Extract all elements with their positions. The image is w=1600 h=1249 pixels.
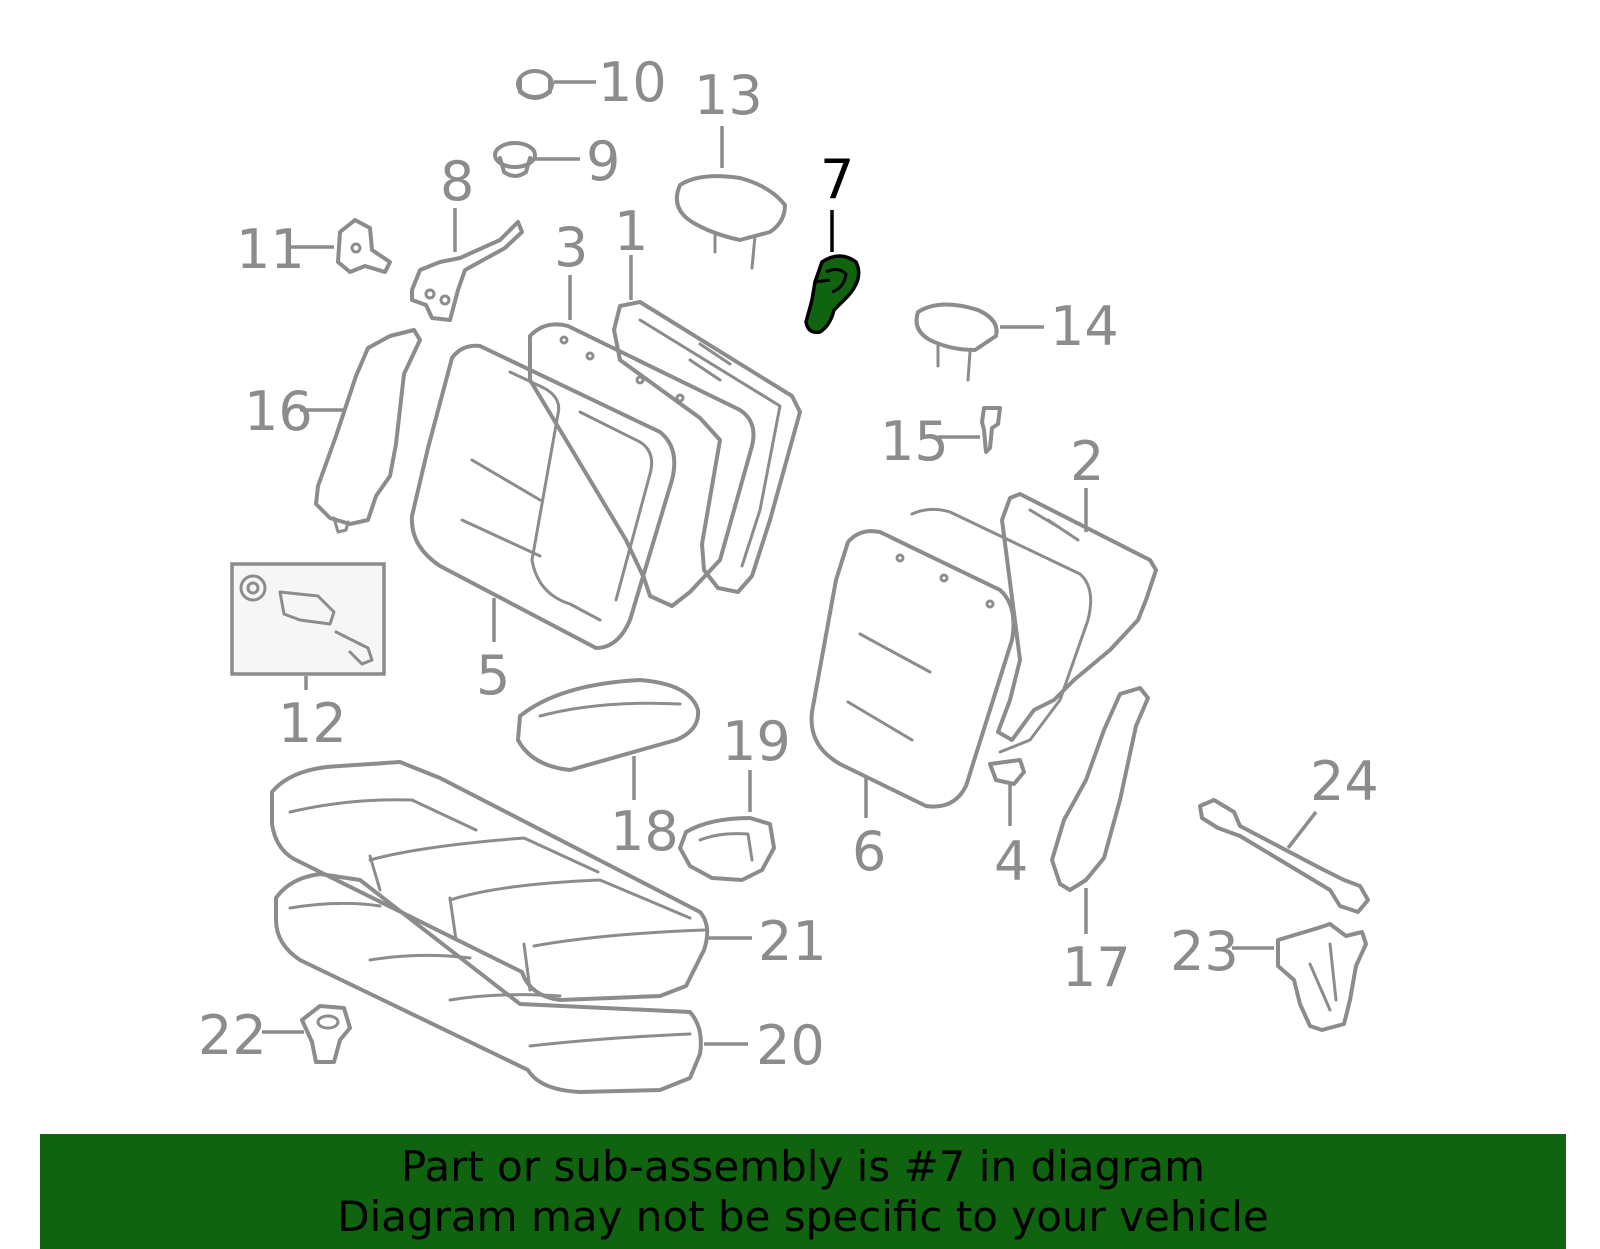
- callout-22: 22: [198, 1004, 267, 1067]
- part-4-pad: [988, 758, 1026, 786]
- callout-19: 19: [722, 710, 791, 773]
- callout-3: 3: [554, 216, 588, 279]
- callout-6: 6: [852, 820, 886, 883]
- part-22-clip: [300, 1004, 352, 1064]
- callout-1: 1: [614, 200, 648, 263]
- part-2-seatback-frame: [996, 492, 1158, 742]
- part-24-rod: [1198, 798, 1370, 914]
- callout-14: 14: [1050, 295, 1119, 358]
- part-12-hardware-kit: [230, 562, 386, 676]
- callout-8: 8: [440, 150, 474, 213]
- callout-16: 16: [244, 380, 313, 443]
- callout-17: 17: [1062, 936, 1131, 999]
- callout-12: 12: [278, 692, 347, 755]
- part-18-armrest: [516, 678, 701, 772]
- part-20-cushion-pad: [274, 872, 703, 1094]
- callout-23: 23: [1170, 920, 1239, 983]
- callout-21: 21: [758, 910, 827, 973]
- part-8-hinge: [410, 220, 524, 322]
- callout-10: 10: [598, 51, 667, 114]
- info-banner: Part or sub-assembly is #7 in diagram Di…: [40, 1134, 1566, 1249]
- part-21-cushion-cover: [270, 760, 710, 1002]
- banner-line-1: Part or sub-assembly is #7 in diagram: [400, 1141, 1206, 1191]
- part-17-side-trim: [1050, 686, 1150, 892]
- part-14-headrest: [914, 302, 999, 382]
- leader-24: [1286, 810, 1318, 850]
- part-7-highlighted: [804, 254, 861, 335]
- callout-18: 18: [610, 800, 679, 863]
- part-3-seatback-pad: [528, 322, 756, 608]
- callout-11: 11: [236, 218, 305, 281]
- part-19-cupholder: [678, 816, 776, 882]
- callout-13: 13: [694, 64, 763, 127]
- part-9-grommet: [493, 141, 537, 178]
- callout-20: 20: [756, 1014, 825, 1077]
- callout-9: 9: [586, 130, 620, 193]
- part-10-cap: [516, 69, 554, 100]
- part-16-side-trim: [314, 328, 422, 534]
- callout-7: 7: [820, 148, 854, 211]
- banner-line-2: Diagram may not be specific to your vehi…: [337, 1191, 1269, 1241]
- part-23-hinge-cover: [1276, 922, 1368, 1032]
- callout-24: 24: [1310, 750, 1379, 813]
- part-11-bracket: [336, 218, 392, 274]
- part-6-seatback-cover: [809, 507, 1093, 809]
- part-13-headrest: [675, 174, 787, 270]
- part-15-pin: [980, 406, 1002, 454]
- callout-15: 15: [880, 410, 949, 473]
- callout-2: 2: [1070, 430, 1104, 493]
- part-5-seatback-cover: [409, 343, 677, 650]
- part-1-seatback-frame: [612, 300, 802, 594]
- callout-5: 5: [476, 644, 510, 707]
- callout-4: 4: [994, 830, 1028, 893]
